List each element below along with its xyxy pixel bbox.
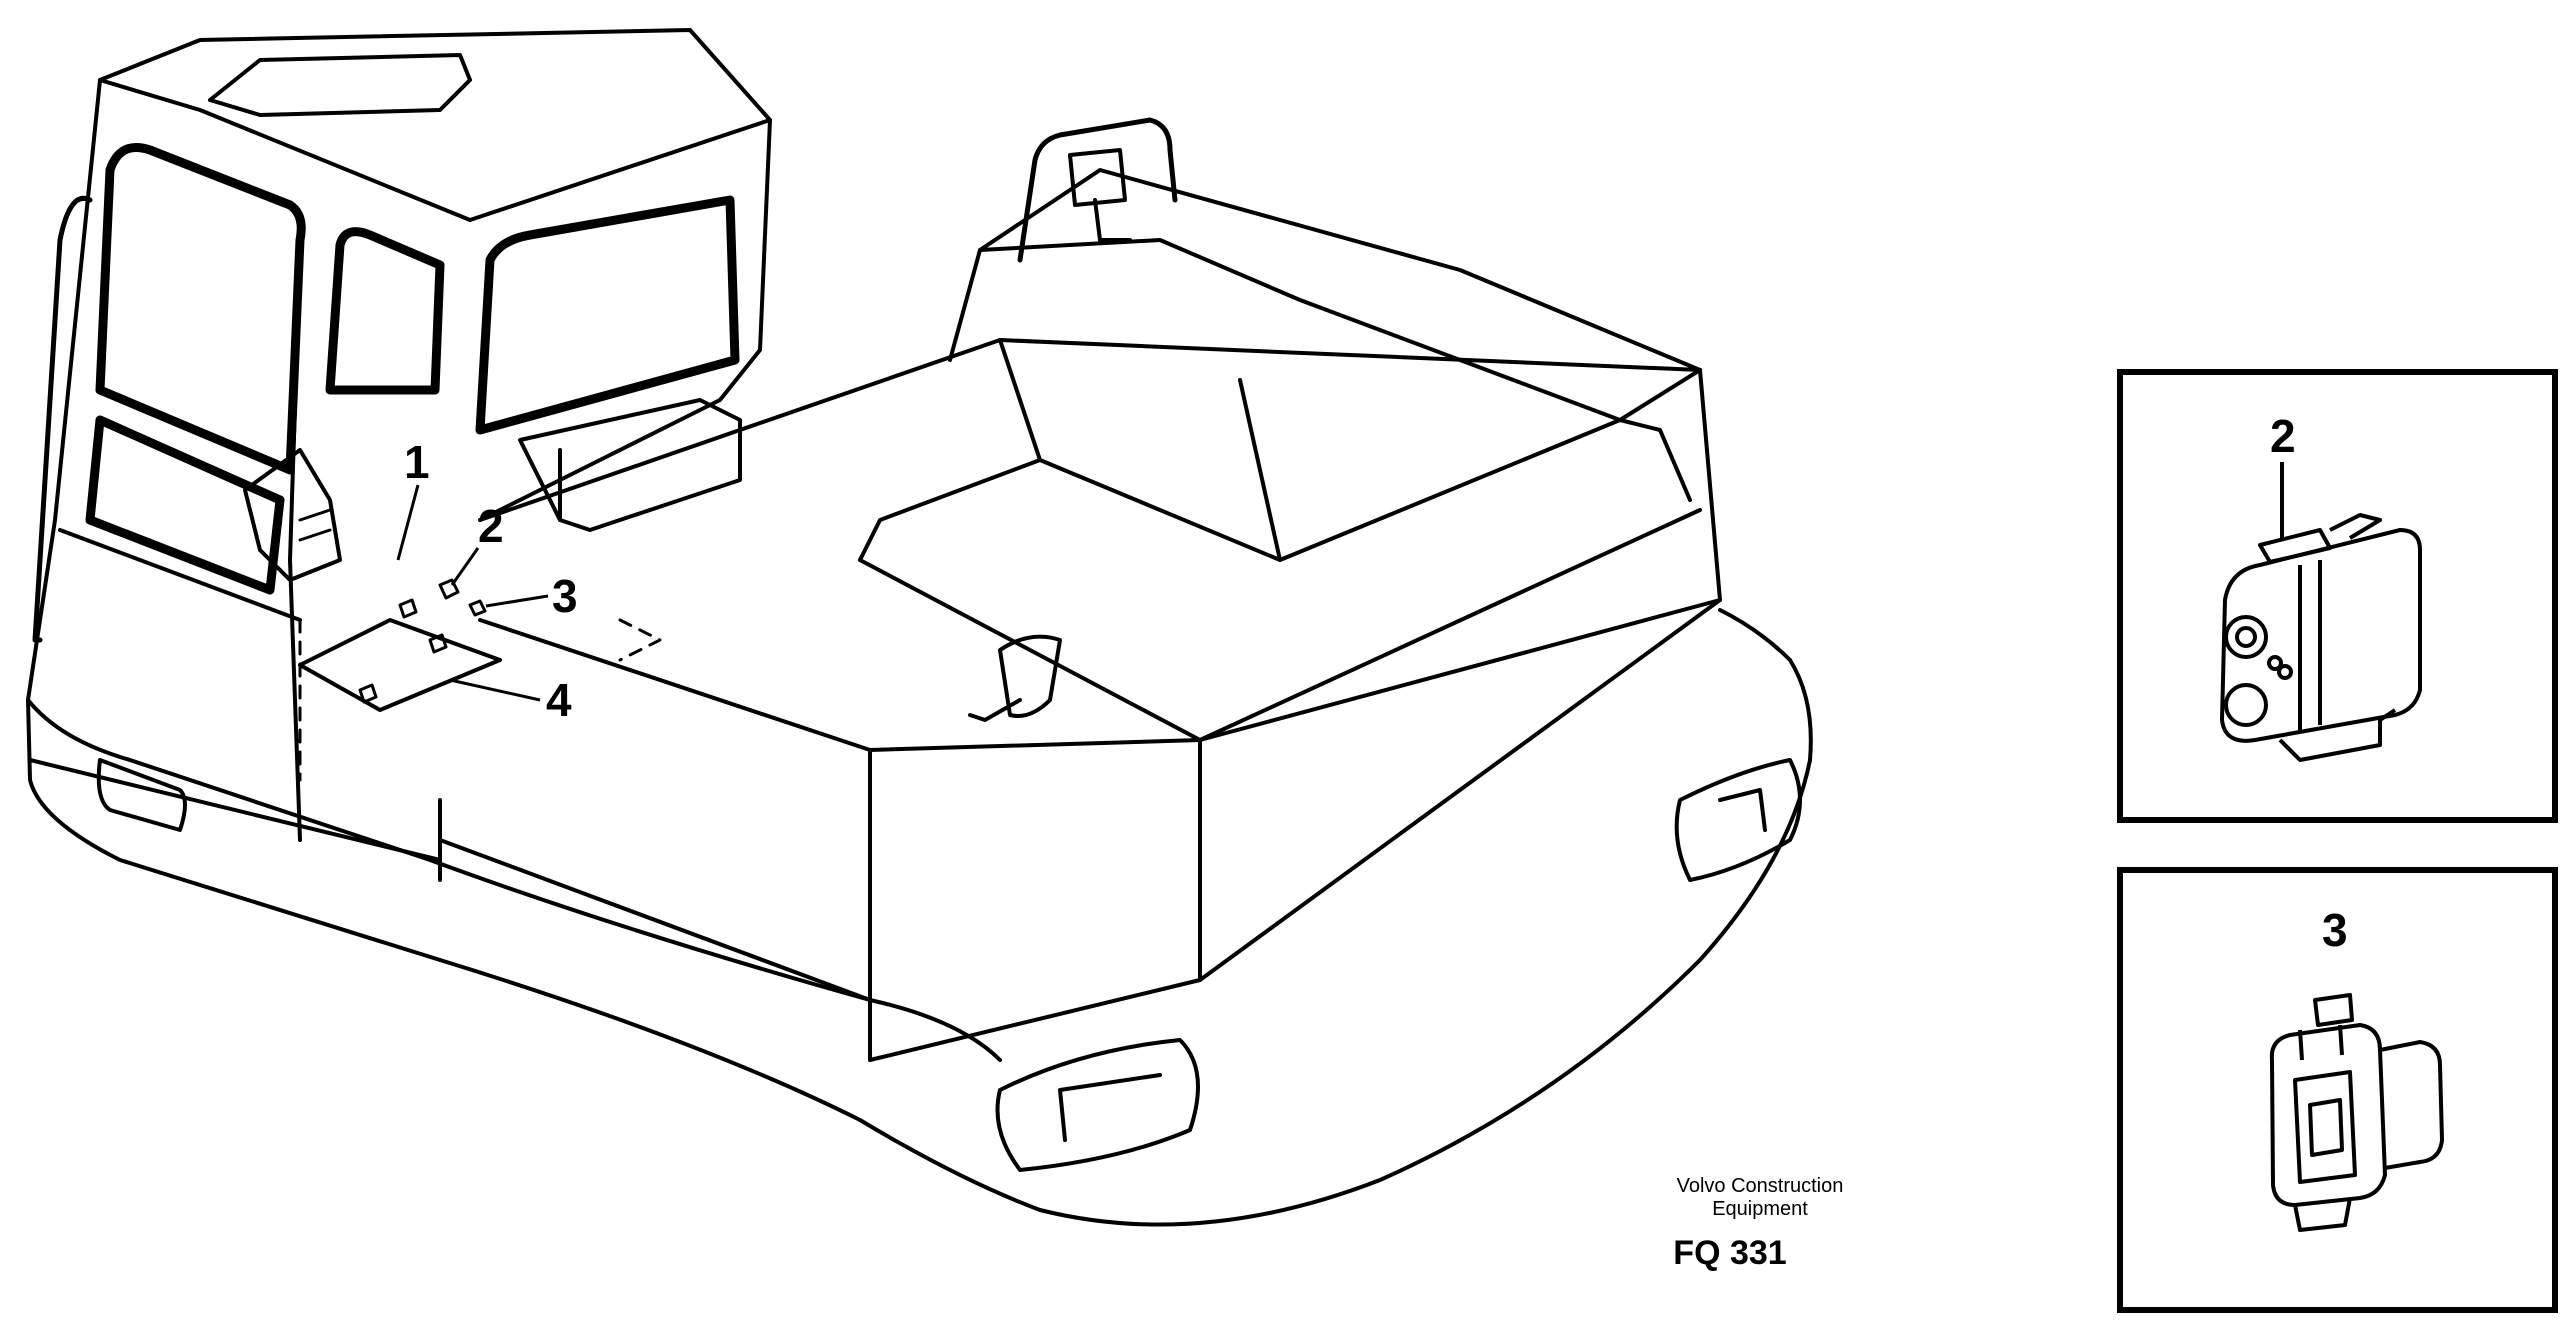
excavator-drawing xyxy=(26,28,1813,1227)
callout-1: 1 xyxy=(404,436,430,488)
side-mirror xyxy=(968,634,1062,722)
figure-code: FQ 331 xyxy=(1673,1234,1786,1272)
cab-window-side-2 xyxy=(475,195,740,435)
engine-enclosure xyxy=(948,238,1702,422)
rear-light-right-inner xyxy=(1718,788,1767,832)
connector-3-latch-bottom xyxy=(2293,1197,2352,1232)
detail-panel-3-label: 3 xyxy=(2322,904,2348,956)
hidden-edge-dashes xyxy=(298,618,662,782)
detail-panel-2: 2 xyxy=(2117,369,2558,823)
callout-4: 4 xyxy=(546,674,572,726)
relay-small-a xyxy=(398,598,418,619)
cab-window-side-1 xyxy=(325,227,445,395)
connector-3-top-ribs xyxy=(2298,1024,2344,1061)
detail-panel-2-label: 2 xyxy=(2270,410,2296,462)
relay-small-b xyxy=(428,633,448,654)
cab-outline xyxy=(26,28,772,702)
control-panel xyxy=(243,448,342,582)
leader-3 xyxy=(485,594,549,608)
rear-light-right xyxy=(1674,758,1802,882)
front-light-left xyxy=(96,758,187,832)
lower-body-inner xyxy=(26,698,1002,1062)
relay-component-3 xyxy=(468,599,487,617)
connector-2-pin-small-a xyxy=(2267,655,2283,671)
detail-panel-3-frame xyxy=(2117,867,2558,1313)
leader-4 xyxy=(449,678,541,702)
connector-2-drawing xyxy=(2220,462,2422,762)
connector-3-window xyxy=(2293,1070,2357,1184)
lower-body-outline xyxy=(26,608,1813,1227)
connector-3-body xyxy=(2269,1023,2387,1207)
connector-2-pin-top-inner xyxy=(2235,626,2257,648)
connector-2-latch-bottom xyxy=(2278,708,2397,762)
rear-light-center xyxy=(995,1038,1200,1172)
cab-roof-front-edge xyxy=(98,78,772,222)
callout-2: 2 xyxy=(478,500,504,552)
cab-front-divider xyxy=(58,248,302,842)
cab-window-front xyxy=(95,143,306,475)
connector-2-pin-bottom xyxy=(2224,683,2268,727)
connector-2-pin-small-b xyxy=(2277,664,2293,680)
connector-2-side-face xyxy=(2298,560,2322,730)
cab-window-front-lower xyxy=(85,415,285,595)
connector-2-latch-top xyxy=(2258,513,2382,564)
relay-component-2 xyxy=(438,578,460,600)
cab-roof-hatch xyxy=(208,53,472,117)
connector-3-drawing xyxy=(2269,993,2444,1232)
connector-3-shroud xyxy=(2379,1040,2444,1170)
connector-2-pin-top xyxy=(2224,615,2268,659)
callout-3: 3 xyxy=(552,570,578,622)
detail-panel-3: 3 xyxy=(2117,867,2558,1313)
relay-plate xyxy=(298,618,502,712)
deck-side-face xyxy=(868,738,1202,982)
rear-light-center-inner xyxy=(1058,1073,1162,1142)
rear-handrail xyxy=(1017,117,1178,263)
leader-2 xyxy=(450,547,480,586)
relay-small-c xyxy=(358,683,378,704)
leader-lines xyxy=(396,484,549,702)
upper-deck-outline xyxy=(478,338,1722,1062)
credit-line-1: Volvo Construction xyxy=(1677,1175,1844,1197)
deck-rear-face xyxy=(1198,598,1722,742)
connector-3-slot xyxy=(2308,1098,2344,1157)
credit-line-2: Equipment xyxy=(1712,1198,1808,1220)
connector-3-latch-top xyxy=(2313,993,2354,1027)
side-panel-lines xyxy=(28,758,872,1002)
operator-block xyxy=(518,398,742,532)
connector-2-body xyxy=(2220,528,2422,743)
cab-handrail xyxy=(32,196,93,643)
detail-panel-2-frame xyxy=(2117,369,2558,823)
engine-enclosure-top xyxy=(978,168,1702,372)
leader-1 xyxy=(396,484,420,561)
deck-panel-divider xyxy=(998,338,1282,562)
rear-work-light xyxy=(1068,148,1132,242)
control-panel-buttons xyxy=(298,508,332,542)
